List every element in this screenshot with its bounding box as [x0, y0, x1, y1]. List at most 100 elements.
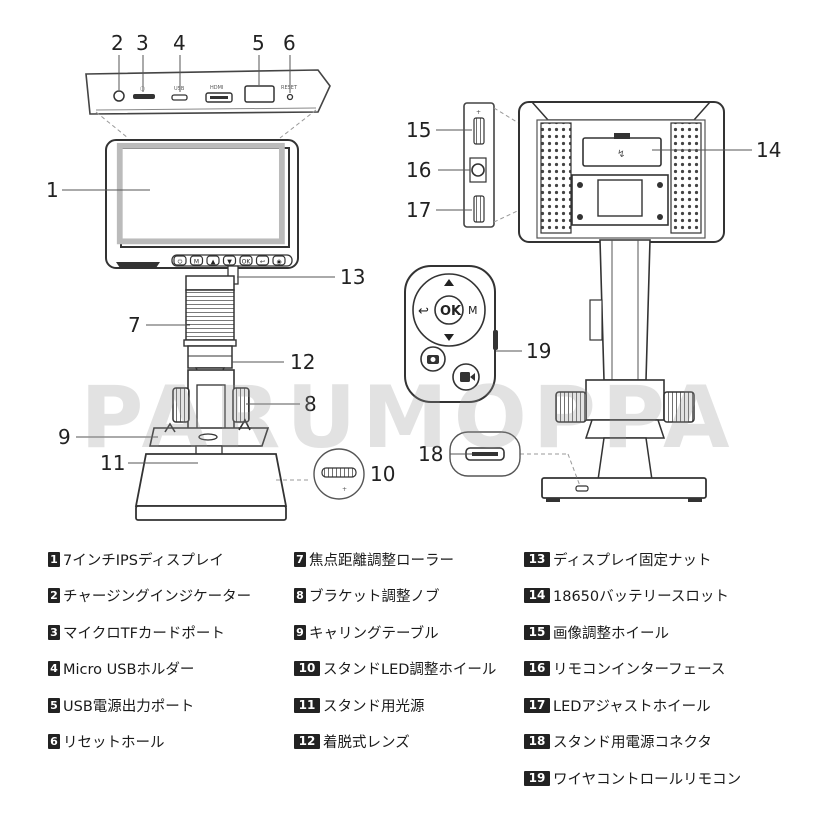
- legend-label: スタンド用光源: [323, 698, 425, 715]
- legend-label: ブラケット調整ノブ: [309, 589, 440, 605]
- callout-18: 18: [418, 442, 443, 466]
- display-button-label: OK: [242, 259, 252, 266]
- legend-label: キャリングテーブル: [309, 625, 439, 642]
- reset-hole: [286, 93, 294, 101]
- callout-12: 12: [290, 350, 315, 374]
- legend-label: チャージングインジケーター: [63, 589, 252, 605]
- legend-number-badge: 12: [294, 734, 320, 749]
- callout-10: 10: [370, 462, 395, 486]
- tf-card-slot: [133, 94, 155, 99]
- legend-number-badge: 18: [524, 734, 550, 749]
- top-edge-view: ▢ USB HDMI RESET: [85, 55, 331, 139]
- callout-9: 9: [58, 425, 71, 449]
- legend-label: スタンド用電源コネクタ: [553, 735, 712, 751]
- legend-number-badge: 16: [524, 661, 550, 676]
- callout-lines: [62, 129, 522, 464]
- hdmi-port-label: HDMI: [210, 85, 223, 91]
- legend-number-badge: 8: [294, 588, 306, 603]
- usb-port-label: USB: [174, 86, 185, 92]
- callout-6: 6: [283, 31, 296, 55]
- legend-number-badge: 13: [524, 551, 550, 567]
- legend-label: 18650バッテリースロット: [553, 589, 729, 605]
- legend-number-badge: 9: [294, 624, 306, 640]
- legend-label: USB電源出力ポート: [63, 698, 195, 715]
- stand-power-connector: [575, 485, 589, 492]
- callout-8: 8: [304, 392, 317, 416]
- legend-label: 7インチIPSディスプレイ: [63, 552, 224, 569]
- callout-13: 13: [340, 265, 365, 289]
- remote-interface-jack: [471, 163, 485, 177]
- legend-number-badge: 1: [48, 551, 60, 567]
- display-button: [189, 255, 204, 266]
- legend-number-badge: 6: [48, 734, 60, 749]
- legend-number-badge: 4: [48, 661, 60, 676]
- display-button: [255, 255, 270, 266]
- display-buttons: ⏻M▲▼OK↩◉: [171, 254, 293, 267]
- legend-label: 焦点距離調整ローラー: [309, 552, 454, 569]
- bracket-knob-left: [172, 387, 190, 423]
- display-button-label: ▲: [211, 259, 216, 266]
- legend-number-badge: 5: [48, 697, 60, 713]
- legend-number-badge: 15: [524, 624, 550, 640]
- image-adjust-wheel: [473, 117, 485, 145]
- legend-label: 画像調整ホイール: [553, 625, 669, 642]
- callout-16: 16: [406, 158, 431, 182]
- callout-3: 3: [136, 31, 149, 55]
- legend-number-badge: 3: [48, 624, 60, 640]
- callout-2: 2: [111, 31, 124, 55]
- display-button-label: ◉: [276, 259, 281, 266]
- legend-label: ワイヤコントロールリモコン: [553, 771, 742, 788]
- callout-19: 19: [526, 339, 551, 363]
- usb-power-output-port: [244, 85, 275, 103]
- display-button: [239, 255, 253, 266]
- legend-number-badge: 11: [294, 697, 320, 713]
- legend-label: リセットホール: [63, 735, 165, 751]
- callout-7: 7: [128, 313, 141, 337]
- callout-numbers: 1 2 3 4 5 6 7 8 9 10 11 12 13 14 15 16 1…: [46, 31, 781, 486]
- reset-label: RESET: [281, 85, 298, 91]
- stand-base: [134, 453, 288, 507]
- svg-text:+: +: [476, 109, 481, 116]
- wire-remote: OK M ↩: [404, 265, 498, 403]
- led-adjust-wheel: [473, 195, 485, 223]
- callout-17: 17: [406, 198, 431, 222]
- display-button: [206, 255, 220, 266]
- legend-number-badge: 17: [524, 697, 550, 713]
- callout-11: 11: [100, 451, 125, 475]
- legend-number-badge: 2: [48, 588, 60, 603]
- display-button-label: M: [194, 259, 199, 266]
- display-button: [222, 255, 237, 266]
- bracket-knob-right: [232, 387, 250, 423]
- rear-view: ↯: [449, 101, 752, 502]
- remote-ok-label: OK: [440, 304, 462, 319]
- legend-number-badge: 7: [294, 551, 306, 567]
- legend-label: 着脱式レンズ: [323, 735, 410, 751]
- front-view: ⏻M▲▼OK↩◉ +: [105, 139, 365, 521]
- legend-number-badge: 10: [294, 661, 320, 676]
- display-button-label: ▼: [227, 259, 232, 266]
- legend-label: LEDアジャストホイール: [553, 698, 711, 715]
- side-panel: +: [463, 102, 531, 228]
- product-diagram: ▢ USB HDMI RESET ⏻M▲▼OK↩◉: [46, 31, 781, 521]
- charging-indicator: [113, 90, 125, 102]
- legend-label: マイクロTFカードポート: [63, 625, 225, 642]
- legend-number-badge: 14: [524, 588, 550, 603]
- svg-text:+: +: [342, 486, 347, 493]
- svg-text:↩: ↩: [418, 304, 429, 319]
- callout-14: 14: [756, 138, 781, 162]
